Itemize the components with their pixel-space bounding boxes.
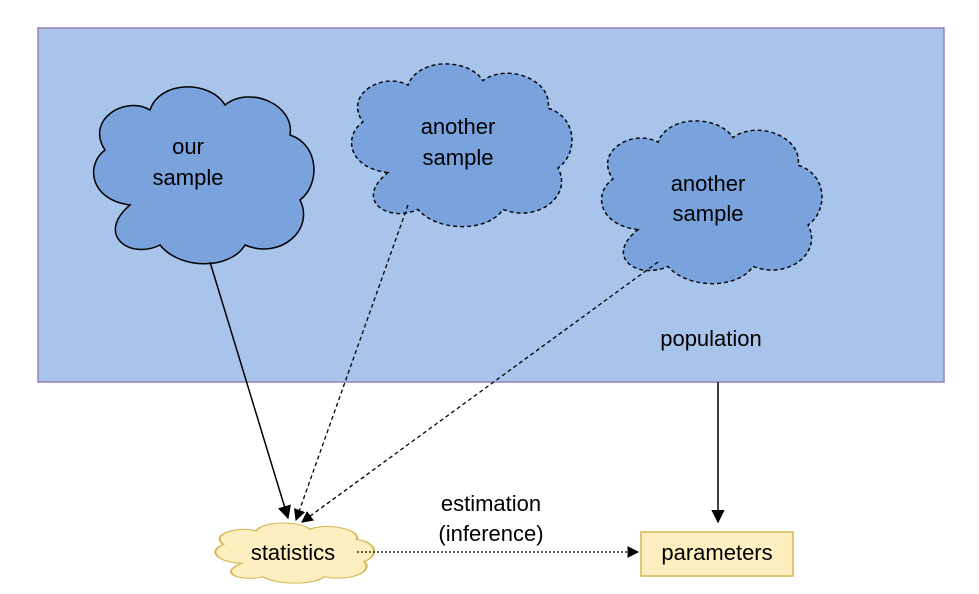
another-sample-1-line2: sample [423, 145, 494, 170]
parameters-label: parameters [661, 540, 772, 565]
our-sample-cloud [92, 86, 315, 265]
estimation-label-line1: estimation [441, 491, 541, 516]
arrow-our-sample-to-statistics [209, 261, 291, 520]
our-sample-label-line2: sample [153, 165, 224, 190]
estimation-label-line2: (inference) [438, 521, 543, 546]
parameters-box [640, 531, 794, 577]
another-sample-cloud-1 [350, 63, 573, 228]
our-sample-label-line1: our [172, 134, 204, 159]
another-sample-cloud-2 [600, 120, 823, 285]
statistics-cloud [214, 522, 375, 584]
another-sample-2-line2: sample [673, 201, 744, 226]
statistics-label: statistics [251, 540, 335, 565]
arrow-another-sample-2-to-statistics [301, 261, 659, 523]
population-label: population [660, 326, 762, 351]
another-sample-2-line1: another [671, 171, 746, 196]
another-sample-1-line1: another [421, 114, 496, 139]
